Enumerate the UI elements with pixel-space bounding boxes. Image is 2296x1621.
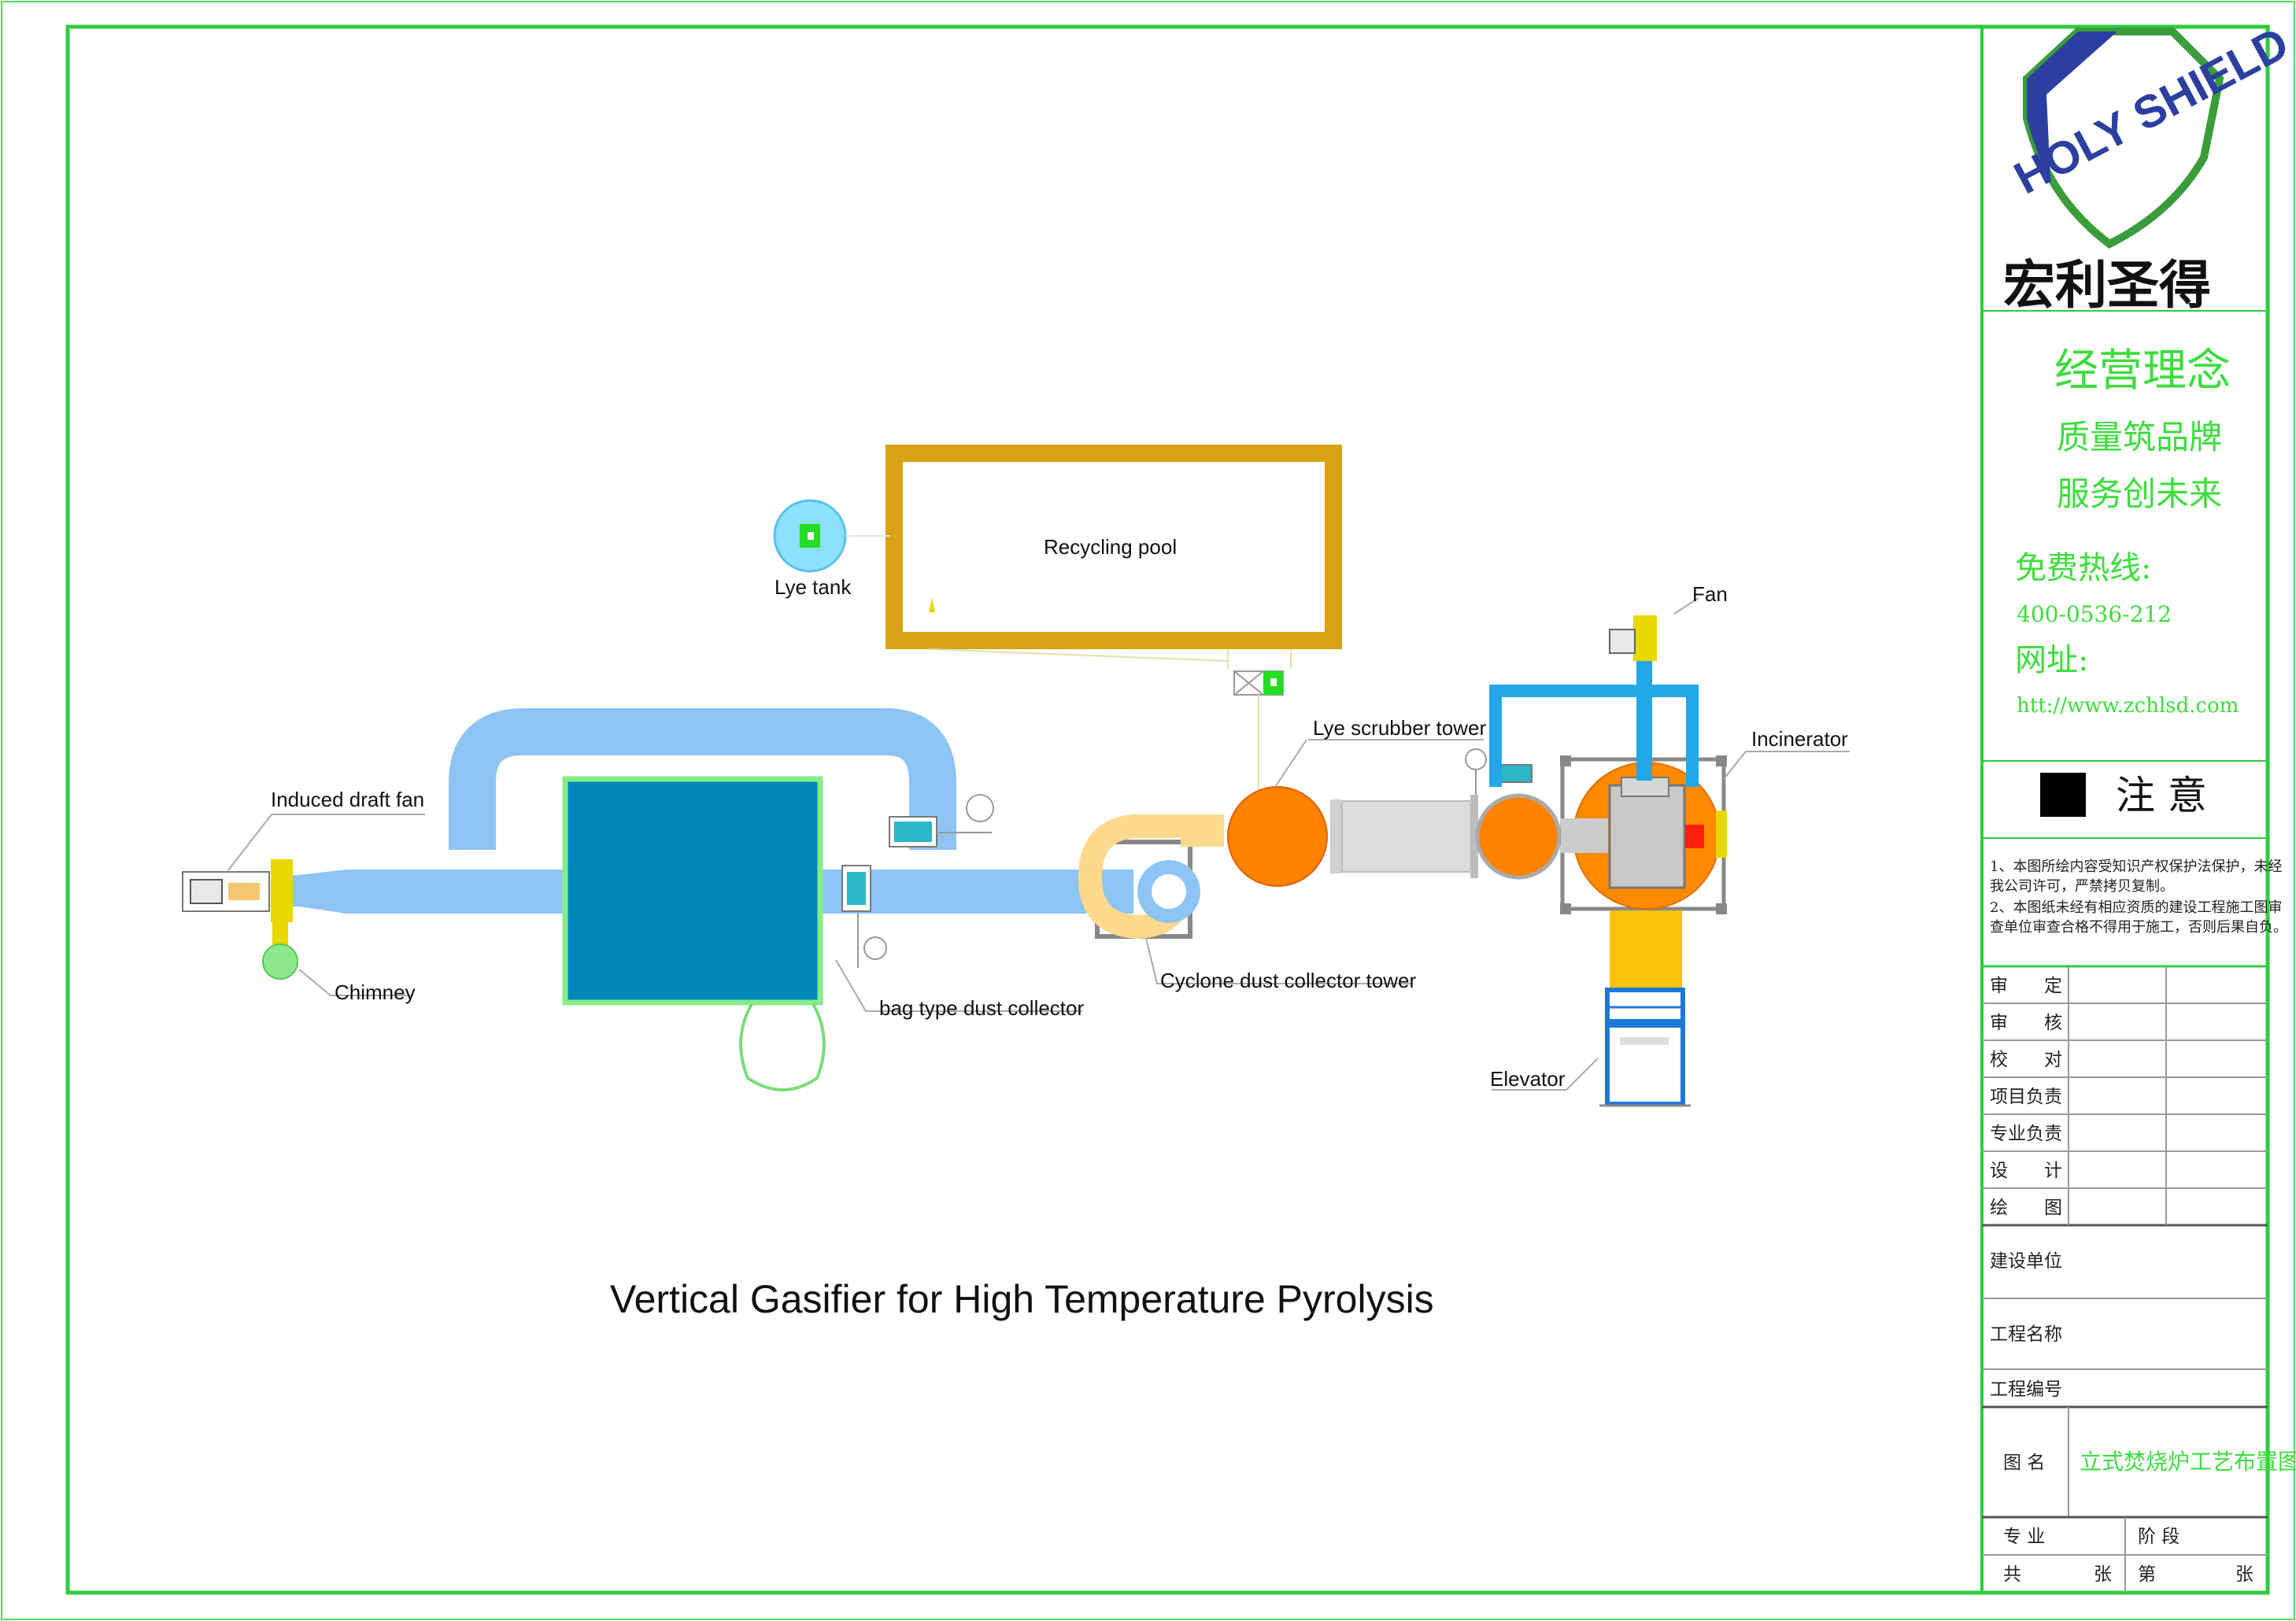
total-label: 共 <box>2003 1564 2021 1585</box>
approval-grid <box>1982 965 2268 1593</box>
sheet-unit-1: 张 <box>2094 1564 2112 1585</box>
drawing-name: 立式焚烧炉工艺布置图 <box>2080 1449 2296 1475</box>
sheet-unit-2: 张 <box>2235 1564 2253 1585</box>
lye-tank <box>773 499 847 573</box>
notice-mark <box>2040 773 2086 817</box>
specialty-label: 专 业 <box>2003 1527 2045 1547</box>
elevator <box>1599 988 1691 1107</box>
label-elevator: Elevator <box>1490 1067 1566 1091</box>
drawing-frame <box>65 24 2270 1595</box>
leader-lines <box>227 597 1850 1091</box>
cyclone-dust-collector <box>1078 814 1224 940</box>
inlet-valve <box>841 865 887 968</box>
lye-scrubber-tower <box>1227 786 1328 887</box>
website-label: 网址: <box>2015 642 2088 678</box>
philosophy-line-1: 质量筑品牌 <box>2057 418 2222 456</box>
notice-line-2b: 查单位审查合格不得用于施工，否则后果自负。 <box>1990 919 2287 936</box>
label-recycling-pool: Recycling pool <box>1044 535 1177 559</box>
stage-label: 阶 段 <box>2138 1527 2180 1547</box>
role-project-lead: 项目负责 <box>1990 1087 2062 1107</box>
duct-reducer <box>299 870 346 914</box>
pool-overflow-line <box>928 648 1229 662</box>
incinerator <box>1560 755 1727 914</box>
role-check: 校 对 <box>1990 1050 2062 1070</box>
label-cyclone-dust-collector-tower: Cyclone dust collector tower <box>1160 969 1416 992</box>
svg-text:HOLY SHIELD: HOLY SHIELD <box>2006 17 2296 204</box>
diagram-area: Recycling pool Lye tank Fan Lye scrubber… <box>182 445 1850 1321</box>
connecting-duct <box>1330 795 1478 878</box>
holy-shield-logo: HOLY SHIELD <box>2006 17 2296 249</box>
label-incinerator: Incinerator <box>1751 727 1848 751</box>
label-lye-tank: Lye tank <box>775 575 852 599</box>
scrubber-valve <box>1465 748 1533 795</box>
notice-heading: 注 意 <box>2116 773 2207 818</box>
role-specialty-lead: 专业负责 <box>1990 1124 2062 1144</box>
air-piping <box>1489 655 1699 787</box>
bag-type-dust-collector <box>562 776 826 1091</box>
construction-unit-label: 建设单位 <box>1990 1251 2062 1272</box>
recycling-pool <box>885 445 1342 649</box>
website-url: htt://www.zchlsd.com <box>2017 694 2239 718</box>
project-name-label: 工程名称 <box>1990 1324 2062 1345</box>
drawing-title: Vertical Gasifier for High Temperature P… <box>610 1277 1434 1321</box>
bypass-duct <box>449 708 956 850</box>
pump <box>1233 670 1284 826</box>
role-approve: 审 定 <box>1990 976 2062 996</box>
label-chimney: Chimney <box>335 980 416 1004</box>
project-number-label: 工程编号 <box>1990 1379 2062 1400</box>
role-design: 设 计 <box>1990 1161 2062 1181</box>
chimney <box>262 943 298 980</box>
label-induced-draft-fan: Induced draft fan <box>271 788 424 811</box>
combustion-fan <box>1609 615 1657 661</box>
philosophy-heading: 经营理念 <box>2054 345 2231 397</box>
feed-hopper <box>1610 910 1682 988</box>
secondary-chamber <box>1475 793 1562 880</box>
role-draw: 绘 图 <box>1990 1198 2062 1218</box>
title-block: HOLY SHIELD 宏利圣得 经营理念 质量筑品牌 服务创未来 免费热线: … <box>1982 17 2296 1593</box>
notice-line-1a: 1、本图所绘内容受知识产权保护法保护，未经 <box>1990 859 2282 875</box>
label-fan: Fan <box>1692 582 1728 606</box>
label-bag-type-dust-collector: bag type dust collector <box>879 996 1084 1020</box>
label-lye-scrubber-tower: Lye scrubber tower <box>1313 716 1486 740</box>
company-name: 宏利圣得 <box>2003 254 2211 316</box>
notice-line-1b: 我公司许可，严禁拷贝复制。 <box>1990 878 2174 895</box>
role-review: 审 核 <box>1990 1013 2062 1033</box>
sheet-no-label: 第 <box>2138 1564 2156 1585</box>
notice-line-2a: 2、本图纸未经有相应资质的建设工程施工图审 <box>1990 899 2282 916</box>
hotline-number: 400-0536-212 <box>2017 601 2172 627</box>
bypass-valve <box>889 794 994 847</box>
induced-draft-fan <box>182 859 293 946</box>
hotline-label: 免费热线: <box>2015 550 2151 586</box>
philosophy-line-2: 服务创未来 <box>2057 474 2222 513</box>
drawing-name-label: 图 名 <box>2003 1453 2045 1473</box>
